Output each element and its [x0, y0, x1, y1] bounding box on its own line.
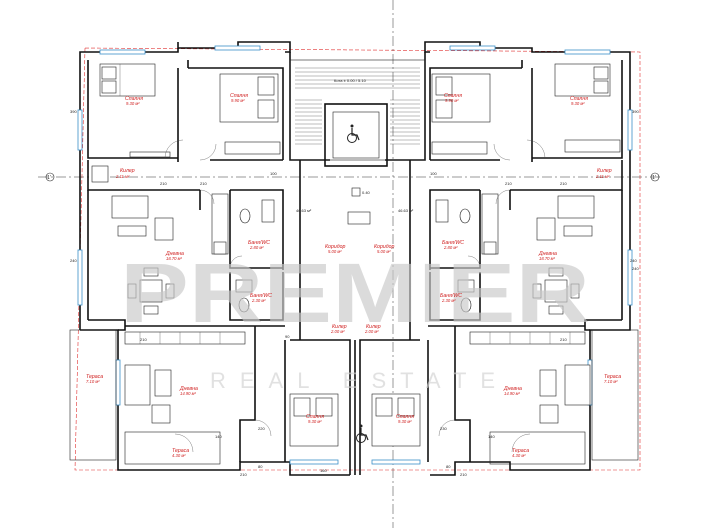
room-name: Баня/WC — [248, 240, 270, 246]
dimension: 90 — [285, 334, 290, 339]
room-name: Тераса — [604, 374, 621, 380]
room-area: 9.30 м² — [126, 101, 140, 106]
dimension: 80 — [446, 464, 451, 469]
room-name: Килер — [120, 168, 135, 174]
stair-level-note: Кота ± 0.00 / 5.10 — [334, 78, 367, 83]
stair-core — [289, 59, 426, 225]
room-labels: Спалня 9.30 м² Спалня 9.90 м² Спалня 9.9… — [86, 93, 621, 458]
watermark: PREMIER REAL ESTATE — [120, 246, 590, 393]
dimension: 240 — [630, 258, 637, 263]
dimension: 210 — [140, 337, 147, 342]
room-area: 18.70 м² — [539, 256, 556, 261]
room-name: Коридор — [374, 244, 394, 250]
fixtures — [91, 165, 499, 313]
dimension: 140 — [215, 434, 222, 439]
property-boundary — [74, 47, 641, 471]
dimension: 160 — [320, 468, 327, 473]
dimension: 220 — [258, 426, 265, 431]
room-area: 2.30 м² — [441, 298, 456, 303]
room-area: 2.80 м² — [443, 245, 458, 250]
room-area: 4.30 м² — [512, 453, 526, 458]
room-area: 14.90 м² — [504, 391, 521, 396]
room-area: 7.10 м² — [604, 379, 618, 384]
living-furniture — [111, 195, 595, 424]
elevation-mark: 0.40 — [362, 190, 371, 195]
room-name: Дневна — [538, 251, 557, 257]
room-name: Тераса — [512, 448, 529, 454]
dimension: 210 — [505, 181, 512, 186]
dimension: 100 — [270, 171, 277, 176]
room-name: Спалня — [306, 414, 324, 420]
room-area: 5.00 м² — [377, 249, 391, 254]
room-name: Дневна — [503, 386, 522, 392]
room-name: Килер — [332, 324, 347, 330]
dimension: 210 — [560, 181, 567, 186]
dimension: 210 — [560, 337, 567, 342]
room-area: 2.00 м² — [330, 329, 345, 334]
wheelchair-icon — [356, 424, 369, 443]
room-area: 9.90 м² — [445, 98, 459, 103]
dimension: 230 — [440, 426, 447, 431]
room-name: Спалня — [444, 93, 462, 99]
room-area: 7.10 м² — [86, 379, 100, 384]
axis-mark-left: 1' — [47, 175, 51, 181]
dimension: 210 — [460, 472, 467, 477]
apartment-area-left: 46.63 м² — [296, 208, 312, 213]
room-name: Дневна — [165, 251, 184, 257]
room-name: Дневна — [179, 386, 198, 392]
dimension: 390 — [70, 109, 77, 114]
dimension: 240 — [632, 266, 639, 271]
dimension: 210 — [240, 472, 247, 477]
apartment-area-right: 46.63 м² — [398, 208, 414, 213]
inner-walls-left — [87, 60, 351, 475]
room-area: 9.30 м² — [308, 419, 322, 424]
room-name: Баня/WC — [440, 293, 462, 299]
misc-labels: 46.63 м² 46.63 м² Кота ± 0.00 / 5.10 0.4… — [47, 78, 656, 213]
dimension-labels: 390 210 100 210 240 210 240 100 210 390 … — [70, 109, 639, 477]
dimension: 210 — [200, 181, 207, 186]
watermark-sub: REAL ESTATE — [210, 368, 509, 393]
room-area: 4.30 м² — [172, 453, 186, 458]
room-name: Тераса — [172, 448, 189, 454]
room-name: Спалня — [125, 96, 143, 102]
axis-mark-right: 1' — [652, 175, 656, 181]
room-name: Тераса — [86, 374, 103, 380]
room-area: 2.00 м² — [364, 329, 379, 334]
room-name: Коридор — [325, 244, 345, 250]
doors — [164, 139, 546, 453]
room-name: Баня/WC — [250, 293, 272, 299]
room-area: 5.00 м² — [328, 249, 342, 254]
room-area: 9.90 м² — [231, 98, 245, 103]
room-name: Спалня — [396, 414, 414, 420]
room-name: Баня/WC — [442, 240, 464, 246]
terraces — [69, 329, 639, 465]
dimension: 140 — [488, 434, 495, 439]
room-area: 2.30 м² — [251, 298, 266, 303]
room-name: Килер — [366, 324, 381, 330]
dimension: 390 — [632, 109, 639, 114]
room-area: 2.11 м² — [595, 174, 610, 179]
wardrobes — [124, 139, 621, 345]
room-area: 14.90 м² — [180, 391, 197, 396]
inner-walls-right — [354, 60, 623, 475]
watermark-brand: PREMIER — [120, 246, 590, 340]
room-area: 9.30 м² — [571, 101, 585, 106]
dimension: 210 — [160, 181, 167, 186]
dimension: 240 — [70, 258, 77, 263]
windows — [77, 45, 633, 465]
dimension: 100 — [430, 171, 437, 176]
room-area: 18.70 м² — [166, 256, 183, 261]
wheelchair-icon — [347, 124, 360, 143]
room-name: Спалня — [570, 96, 588, 102]
room-area: 9.30 м² — [398, 419, 412, 424]
room-area: 2.80 м² — [249, 245, 264, 250]
room-name: Килер — [597, 168, 612, 174]
dimension: 80 — [258, 464, 263, 469]
beds — [99, 63, 611, 447]
room-area: 2.11 м² — [115, 174, 130, 179]
room-name: Спалня — [230, 93, 248, 99]
